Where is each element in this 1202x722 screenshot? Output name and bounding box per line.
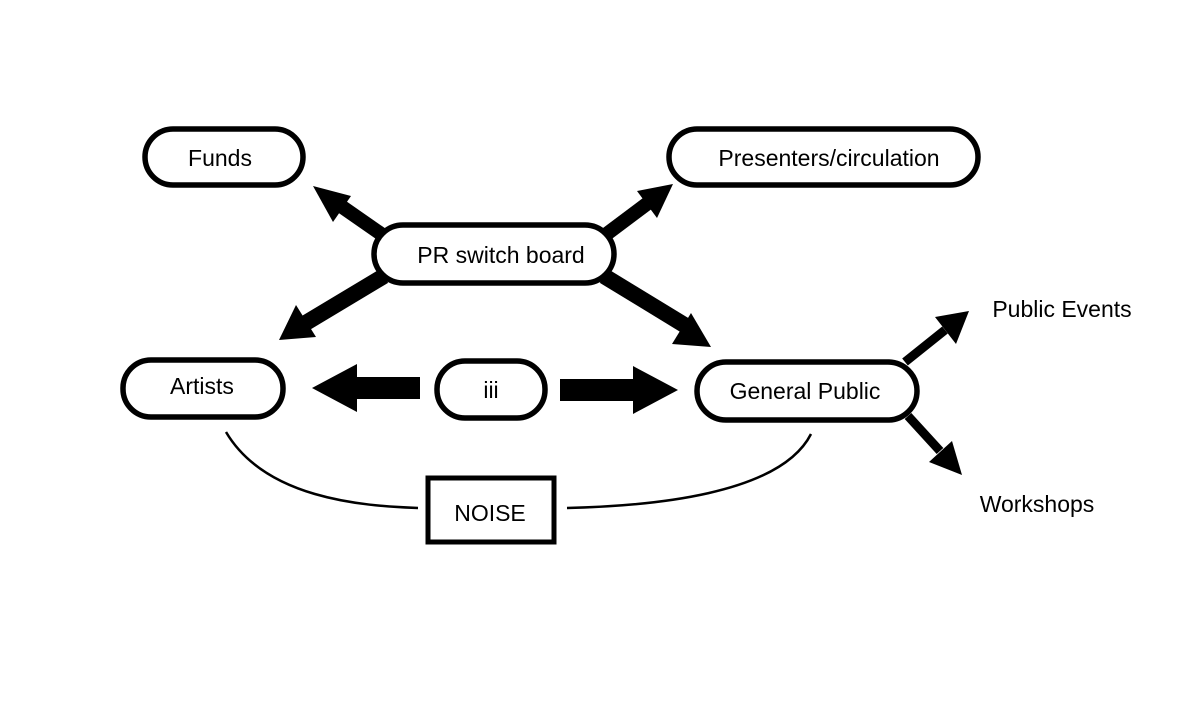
node-artists-label: Artists: [170, 373, 234, 399]
node-artists: Artists: [120, 357, 286, 420]
node-noise: NOISE: [425, 475, 557, 545]
noise-curve-left: [224, 431, 419, 510]
node-presenters-label: Presenters/circulation: [718, 145, 939, 171]
arrow-pr-to-funds: [313, 186, 388, 242]
node-noise-label: NOISE: [454, 500, 526, 526]
node-funds: Funds: [142, 126, 306, 188]
arrow-general-public-to-public-events: [902, 311, 969, 366]
node-pr-switch-board-label: PR switch board: [417, 242, 584, 268]
arrow-pr-to-general-public: [599, 269, 711, 347]
arrow-iii-to-general-public: [560, 366, 678, 414]
node-pr-switch-board: PR switch board: [371, 222, 617, 286]
arrow-pr-to-presenters: [599, 184, 673, 242]
node-general-public-label: General Public: [730, 378, 881, 404]
node-iii: iii: [434, 358, 548, 421]
label-workshops: Workshops: [980, 491, 1095, 517]
node-presenters: Presenters/circulation: [666, 126, 981, 188]
arrow-iii-to-artists: [312, 364, 420, 412]
label-public-events: Public Events: [992, 296, 1131, 322]
noise-curve-right: [566, 433, 813, 510]
node-funds-label: Funds: [188, 145, 252, 171]
node-iii-label: iii: [483, 377, 498, 403]
arrow-pr-to-artists: [279, 269, 389, 340]
node-general-public: General Public: [694, 359, 920, 423]
arrow-general-public-to-workshops: [904, 412, 962, 475]
